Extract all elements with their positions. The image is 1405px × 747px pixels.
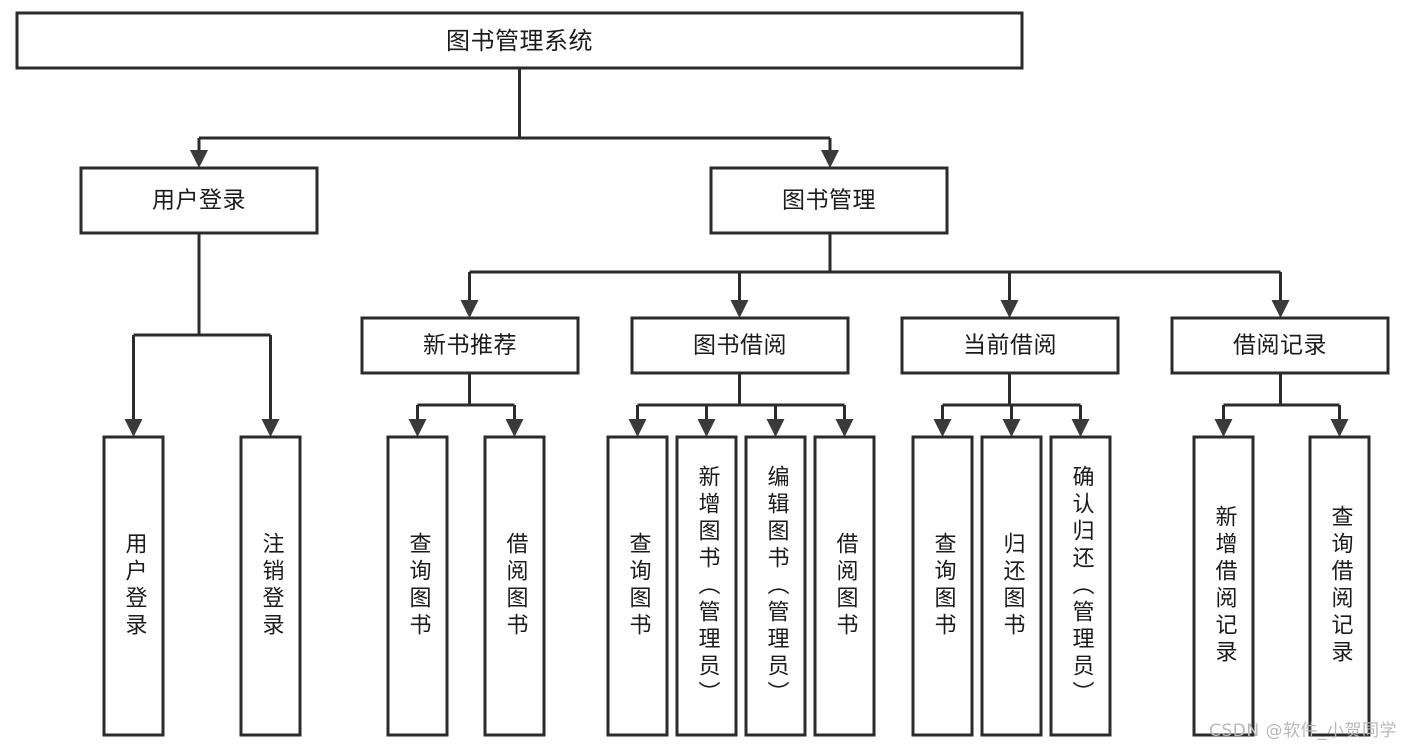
arrow-to-leaf-query-book-a <box>408 419 427 437</box>
arrow-to-leaf-query-book-c <box>933 419 952 437</box>
arrow-to-leaf-logout <box>261 419 280 437</box>
node-book-management[interactable]: 图书管理 <box>709 166 949 235</box>
arrow-to-leaf-query-book-b <box>628 419 647 437</box>
node-new-book-recommendation-label: 新书推荐 <box>423 333 517 359</box>
arrow-to-leaf-user-login <box>124 419 143 437</box>
node-borrowing-record[interactable]: 借阅记录 <box>1170 316 1390 375</box>
leaf-query-book-current-label: 查询图书 <box>930 532 956 640</box>
leaf-logout[interactable]: 注销登录 <box>239 435 302 737</box>
arrow-to-leaf-add-record <box>1214 419 1233 437</box>
leaf-return-book-label: 归还图书 <box>999 532 1025 640</box>
node-book-borrowing[interactable]: 图书借阅 <box>630 316 850 375</box>
node-user-login[interactable]: 用户登录 <box>79 166 319 235</box>
node-root-label: 图书管理系统 <box>446 27 593 55</box>
leaf-add-borrow-record-label: 新增借阅记录 <box>1211 505 1237 667</box>
leaf-query-borrow-record[interactable]: 查询借阅记录 <box>1308 435 1371 737</box>
leaf-user-login-label: 用户登录 <box>121 532 147 640</box>
node-new-book-recommendation[interactable]: 新书推荐 <box>360 316 580 375</box>
arrow-to-leaf-query-record <box>1330 419 1349 437</box>
arrow-to-new-book-recommend <box>460 300 479 318</box>
connector-layer <box>124 68 1349 437</box>
node-current-borrowing[interactable]: 当前借阅 <box>900 316 1120 375</box>
arrow-to-book-borrow <box>730 300 749 318</box>
arrow-to-current-borrow <box>1000 300 1019 318</box>
leaf-query-book-borrow[interactable]: 查询图书 <box>606 435 669 737</box>
arrow-to-leaf-borrow-book-b <box>835 419 854 437</box>
leaf-query-book-current[interactable]: 查询图书 <box>911 435 974 737</box>
leaf-confirm-return-admin[interactable]: 确认归还（管理员） <box>1049 435 1112 737</box>
leaf-query-book-borrow-label: 查询图书 <box>625 532 651 640</box>
leaf-return-book[interactable]: 归还图书 <box>980 435 1043 737</box>
arrow-to-leaf-borrow-book-a <box>505 419 524 437</box>
leaf-add-book-admin[interactable]: 新增图书（管理员） <box>675 435 738 737</box>
node-root-book-management-system[interactable]: 图书管理系统 <box>15 11 1024 70</box>
node-book-borrowing-label: 图书借阅 <box>693 333 787 359</box>
arrow-to-leaf-return-book <box>1002 419 1021 437</box>
arrow-to-borrow-record <box>1271 300 1290 318</box>
arrow-to-leaf-add-book <box>697 419 716 437</box>
node-book-management-label: 图书管理 <box>782 188 876 214</box>
leaf-user-login[interactable]: 用户登录 <box>102 435 165 737</box>
arrow-to-leaf-confirm-return <box>1071 419 1090 437</box>
leaf-logout-label: 注销登录 <box>258 532 284 640</box>
node-current-borrowing-label: 当前借阅 <box>963 333 1057 359</box>
arrow-to-leaf-edit-book <box>766 419 785 437</box>
arrow-to-book-mgmt <box>821 150 839 168</box>
leaf-borrow-book[interactable]: 借阅图书 <box>813 435 876 737</box>
leaf-borrow-book-recommend[interactable]: 借阅图书 <box>483 435 546 737</box>
arrow-to-user-login <box>190 150 208 168</box>
leaf-borrow-book-label: 借阅图书 <box>832 532 858 640</box>
leaf-confirm-return-admin-label: 确认归还（管理员） <box>1068 464 1094 708</box>
node-user-login-label: 用户登录 <box>152 188 246 214</box>
leaf-query-borrow-record-label: 查询借阅记录 <box>1327 505 1353 667</box>
leaf-edit-book-admin[interactable]: 编辑图书（管理员） <box>744 435 807 737</box>
leaf-borrow-book-recommend-label: 借阅图书 <box>502 532 528 640</box>
leaf-add-borrow-record[interactable]: 新增借阅记录 <box>1192 435 1255 737</box>
leaf-add-book-admin-label: 新增图书（管理员） <box>694 464 720 708</box>
leaf-edit-book-admin-label: 编辑图书（管理员） <box>763 464 789 708</box>
leaf-query-book-recommend[interactable]: 查询图书 <box>386 435 449 737</box>
leaf-query-book-recommend-label: 查询图书 <box>405 532 431 640</box>
node-borrowing-record-label: 借阅记录 <box>1233 333 1327 359</box>
